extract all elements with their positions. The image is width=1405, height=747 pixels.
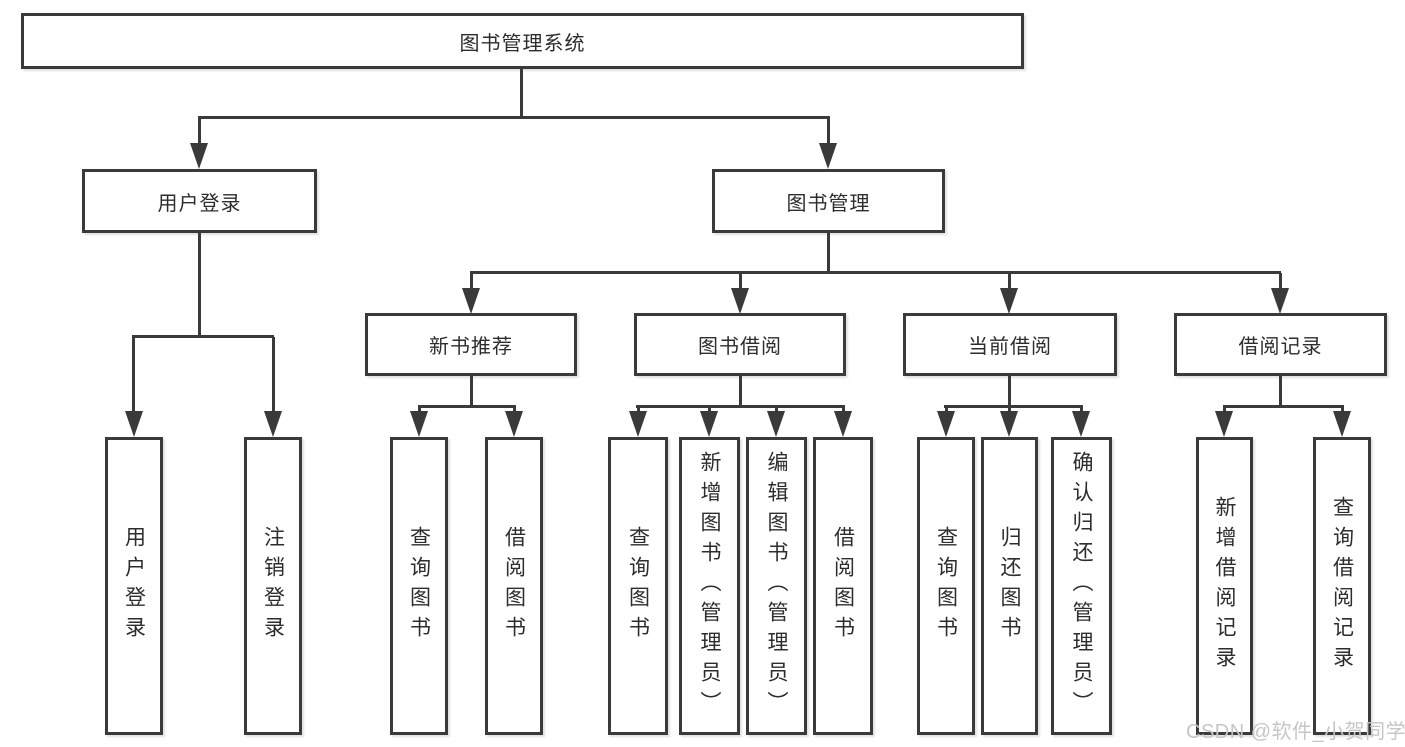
node-book-management: 图书管理: [712, 169, 945, 233]
connector-stub: [739, 374, 742, 407]
arrowhead-leaf: [629, 411, 647, 437]
arrowhead-user-login: [190, 143, 208, 169]
leaf-logout: 注销登录: [244, 437, 302, 735]
arrowhead-logout-leaf: [264, 411, 282, 437]
arrowhead-leaf: [834, 411, 852, 437]
connector-stub: [1279, 374, 1282, 407]
leaf-query-books-2: 查询图书: [608, 437, 668, 735]
arrowhead-leaf: [1333, 411, 1351, 437]
leaf-return-books: 归还图书: [981, 437, 1038, 735]
node-library-management-system: 图书管理系统: [21, 13, 1024, 69]
connector-stub: [198, 118, 201, 146]
node-book-borrowing: 图书借阅: [634, 313, 846, 376]
connector-stub: [132, 337, 135, 413]
arrowhead-leaf: [937, 411, 955, 437]
arrowhead-leaf: [1072, 411, 1090, 437]
connector-group-bus: [418, 405, 516, 408]
arrowhead-current-borrowing: [1000, 288, 1018, 314]
arrowhead-leaf: [1215, 411, 1233, 437]
arrowhead-borrowing-records: [1271, 288, 1289, 314]
connector-stub: [272, 337, 275, 413]
leaf-query-borrow-record: 查询借阅记录: [1313, 437, 1371, 735]
leaf-borrow-books: 借阅图书: [485, 437, 543, 735]
arrowhead-new-book: [462, 288, 480, 314]
leaf-add-book-admin: 新增图书（管理员）: [679, 437, 740, 735]
connector-group-bus: [1223, 405, 1344, 408]
leaf-user-login: 用户登录: [105, 437, 163, 735]
connector-stub: [198, 231, 201, 337]
arrowhead-leaf: [505, 411, 523, 437]
connector-group-bus: [944, 405, 1083, 408]
arrowhead-leaf: [767, 411, 785, 437]
arrowhead-leaf: [1000, 411, 1018, 437]
connector-stub: [827, 118, 830, 146]
connector-group-bus: [636, 405, 845, 408]
connector-stub: [827, 231, 830, 274]
csdn-watermark: CSDN @软件_小贺同学: [1186, 721, 1405, 743]
leaf-edit-book-admin: 编辑图书（管理员）: [746, 437, 807, 735]
connector-level2-bus: [198, 116, 830, 119]
connector-stub: [470, 374, 473, 407]
node-user-login: 用户登录: [82, 169, 317, 233]
arrowhead-leaf: [700, 411, 718, 437]
node-borrowing-records: 借阅记录: [1174, 313, 1387, 376]
connector-stub: [739, 273, 742, 292]
arrowhead-leaf: [410, 411, 428, 437]
node-new-book-recommendation: 新书推荐: [365, 313, 577, 376]
connector-login-bus: [132, 335, 274, 338]
connector-stub: [470, 273, 473, 292]
connector-root-stub: [520, 67, 523, 118]
leaf-query-books-3: 查询图书: [917, 437, 975, 735]
arrowhead-user-login-leaf: [125, 411, 143, 437]
connector-stub: [1279, 273, 1282, 292]
leaf-add-borrow-record: 新增借阅记录: [1196, 437, 1253, 735]
connector-stub: [1008, 273, 1011, 292]
leaf-query-books: 查询图书: [390, 437, 448, 735]
node-current-borrowing: 当前借阅: [903, 313, 1117, 376]
leaf-borrow-books-2: 借阅图书: [813, 437, 873, 735]
leaf-confirm-return-admin: 确认归还（管理员）: [1051, 437, 1112, 735]
arrowhead-book-management: [819, 143, 837, 169]
connector-level3-bus: [470, 271, 1281, 274]
connector-stub: [1008, 374, 1011, 407]
arrowhead-book-borrowing: [731, 288, 749, 314]
